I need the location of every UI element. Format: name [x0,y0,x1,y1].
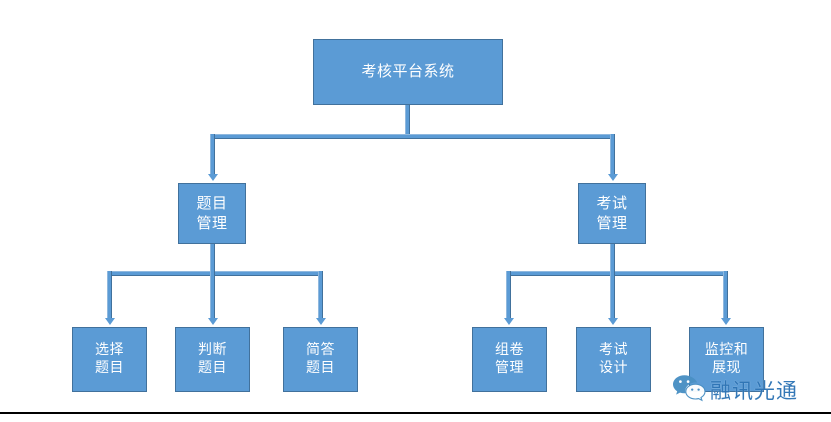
connector-to-question-management [210,134,215,174]
connector-level2-bus [210,134,612,139]
node-root-assessment-platform[interactable]: 考核平台系统 [313,39,503,105]
connector-exam-stem [610,244,615,274]
node-paper-composition[interactable]: 组卷 管理 [472,327,547,392]
connector-to-exam-management [610,134,615,174]
node-exam-management[interactable]: 考试 管理 [578,183,646,244]
node-short-answer-question[interactable]: 简答 题目 [283,327,358,392]
connector-to-paper-composition [506,271,511,318]
connector-to-choice-question [107,271,112,318]
node-choice-question[interactable]: 选择 题目 [72,327,147,392]
node-exam-design[interactable]: 考试 设计 [576,327,651,392]
node-monitoring-display[interactable]: 监控和 展现 [689,327,764,392]
connector-to-exam-design [610,271,615,318]
bottom-divider [0,412,831,414]
arrowhead-short-answer-question [316,318,326,325]
arrowhead-judgement-question [208,318,218,325]
node-question-management[interactable]: 题目 管理 [178,183,246,244]
connector-to-judgement-question [210,271,215,318]
arrowhead-paper-composition [504,318,514,325]
connector-exam-bus [506,271,725,276]
wechat-icon [672,374,706,406]
arrowhead-exam-design [608,318,618,325]
connector-to-short-answer-question [318,271,323,318]
arrowhead-question-management [208,174,218,181]
arrowhead-exam-management [608,174,618,181]
node-judgement-question[interactable]: 判断 题目 [175,327,250,392]
connector-root-stem [405,105,410,138]
connector-to-monitoring-display [723,271,728,318]
watermark-brand: 融讯光通 [710,379,798,403]
arrowhead-choice-question [105,318,115,325]
connector-question-stem [210,244,215,274]
arrowhead-monitoring-display [721,318,731,325]
watermark: 融讯光通 [672,374,798,406]
